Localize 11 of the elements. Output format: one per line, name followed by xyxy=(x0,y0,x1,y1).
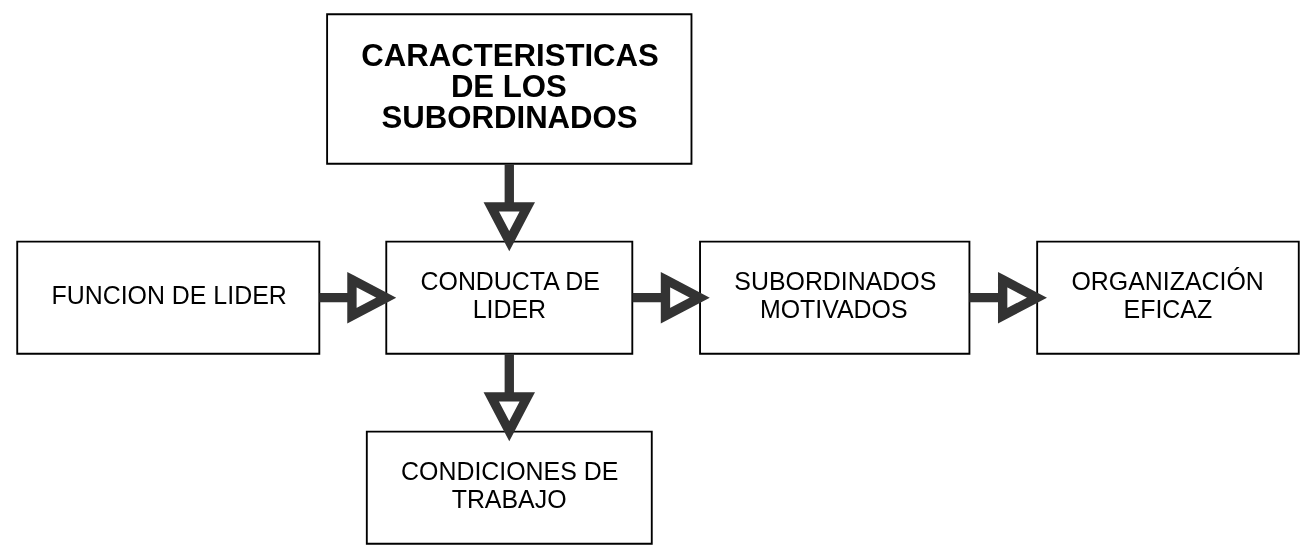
arrow xyxy=(319,271,397,324)
arrow xyxy=(969,271,1047,324)
arrow xyxy=(632,271,710,324)
arrow xyxy=(483,353,535,442)
node-box: CARACTERISTICAS DE LOS SUBORDINADOS xyxy=(326,13,693,165)
node-box: CONDICIONES DE TRABAJO xyxy=(365,430,653,545)
node-box: CONDUCTA DE LIDER xyxy=(385,240,634,355)
node-box: SUBORDINADOS MOTIVADOS xyxy=(699,240,971,355)
node-box: ORGANIZACIÓN EFICAZ xyxy=(1036,240,1300,355)
node-box: FUNCION DE LIDER xyxy=(16,240,321,355)
arrow xyxy=(483,164,535,252)
